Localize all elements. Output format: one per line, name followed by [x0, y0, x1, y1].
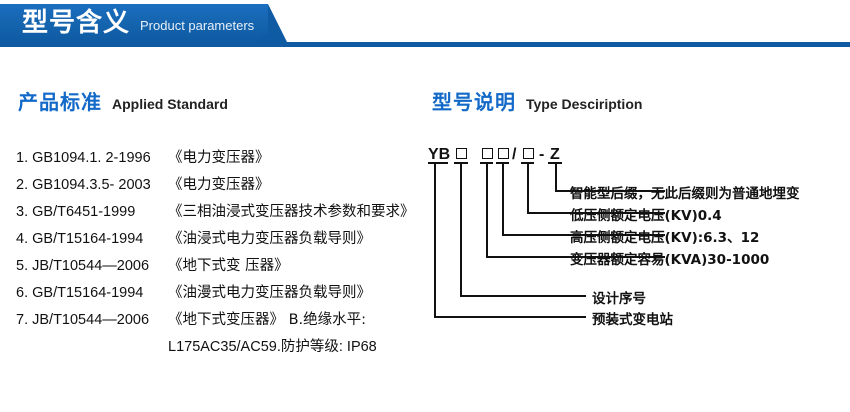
standard-name: 《地下式变 压器》 [168, 258, 289, 274]
standard-code: 7. JB/T10544—2006 [16, 312, 150, 328]
standards-list: 1. GB1094.1. 2-1996 《电力变压器》 2. GB1094.3.… [16, 146, 436, 362]
leader-hline-capacity [486, 256, 665, 258]
model-box-4 [523, 148, 534, 166]
standard-name: 《油漫式电力变压器负载导则》 [168, 285, 371, 301]
list-item: 5. JB/T10544—2006 《地下式变 压器》 [16, 254, 436, 281]
code-underline-prefix [428, 162, 448, 164]
leader-hline-lv-voltage [527, 212, 665, 214]
callout-hv-rated-voltage: 高压侧额定电压(KV):6.3、12 [570, 230, 760, 246]
section-heading-en: Applied Standard [112, 96, 228, 112]
leader-vline-smart-suffix [555, 162, 557, 191]
list-item: 4. GB/T15164-1994 《油浸式电力变压器负载导则》 [16, 227, 436, 254]
page-header-banner: 型号含义 Product parameters [0, 0, 850, 48]
standard-code: 6. GB/T15164-1994 [16, 285, 144, 301]
model-slash: / [512, 146, 517, 163]
standard-code: 4. GB/T15164-1994 [16, 231, 144, 247]
callout-prefab-substation: 预装式变电站 [592, 312, 673, 328]
standard-name-continued: L175AC35/AC59.防护等级: IP68 [168, 339, 377, 355]
standard-code: 2. GB1094.3.5- 2003 [16, 177, 151, 193]
banner-blue-bar [0, 4, 287, 42]
callout-design-serial: 设计序号 [592, 291, 646, 307]
callout-lv-rated-voltage: 低压侧额定电压(KV)0.4 [570, 208, 722, 224]
list-item: 6. GB/T15164-1994 《油漫式电力变压器负载导则》 [16, 281, 436, 308]
banner-underline [0, 42, 850, 47]
leader-vline-lv-voltage [527, 162, 529, 213]
model-box-1 [456, 148, 467, 166]
leader-vline-hv-voltage [502, 162, 504, 235]
model-box-3 [498, 148, 509, 166]
standard-code: 3. GB/T6451-1999 [16, 204, 136, 220]
standard-name: 《电力变压器》 [168, 150, 270, 166]
standard-code: 5. JB/T10544—2006 [16, 258, 150, 274]
section-heading-cn: 型号说明 [432, 90, 516, 114]
callout-rated-capacity: 变压器额定容易(KVA)30-1000 [570, 252, 770, 268]
list-item: 3. GB/T6451-1999 《三相油浸式变压器技术参数和要求》 [16, 200, 436, 227]
leader-hline-design-serial [460, 295, 586, 297]
banner-title-cn: 型号含义 [22, 8, 131, 38]
list-item: 2. GB1094.3.5- 2003 《电力变压器》 [16, 173, 436, 200]
standard-code: 1. GB1094.1. 2-1996 [16, 150, 151, 166]
list-item-continuation: L175AC35/AC59.防护等级: IP68 [16, 335, 436, 362]
callout-smart-suffix: 智能型后缀，无此后缀则为普通地埋变 [570, 186, 800, 202]
section-heading-type-description: 型号说明 Type Desciription [432, 86, 642, 115]
model-code-diagram: YB / - Z 智能型后缀，无此后缀则为普通地埋变 低压侧额定电压(KV)0.… [420, 140, 850, 350]
standard-name: 《地下式变压器》 B.绝缘水平: [168, 312, 367, 328]
leader-vline-design-serial [460, 162, 462, 296]
section-heading-en: Type Desciription [526, 96, 643, 112]
banner-title-en: Product parameters [140, 18, 255, 33]
leader-hline-smart-suffix [555, 190, 665, 192]
standard-name: 《电力变压器》 [168, 177, 270, 193]
standard-name: 《三相油浸式变压器技术参数和要求》 [168, 204, 415, 220]
leader-vline-prefab-substation [434, 162, 436, 317]
model-suffix: Z [550, 146, 560, 163]
list-item: 1. GB1094.1. 2-1996 《电力变压器》 [16, 146, 436, 173]
section-heading-cn: 产品标准 [18, 90, 102, 114]
leader-vline-capacity [486, 162, 488, 257]
leader-hline-prefab-substation [434, 316, 586, 318]
model-dash: - [539, 146, 545, 163]
banner-wedge-shape [253, 30, 275, 42]
list-item: 7. JB/T10544—2006 《地下式变压器》 B.绝缘水平: [16, 308, 436, 335]
leader-hline-hv-voltage [502, 234, 665, 236]
model-prefix: YB [428, 146, 451, 163]
section-heading-applied-standard: 产品标准 Applied Standard [18, 86, 228, 115]
model-box-2 [482, 148, 493, 166]
standard-name: 《油浸式电力变压器负载导则》 [168, 231, 371, 247]
